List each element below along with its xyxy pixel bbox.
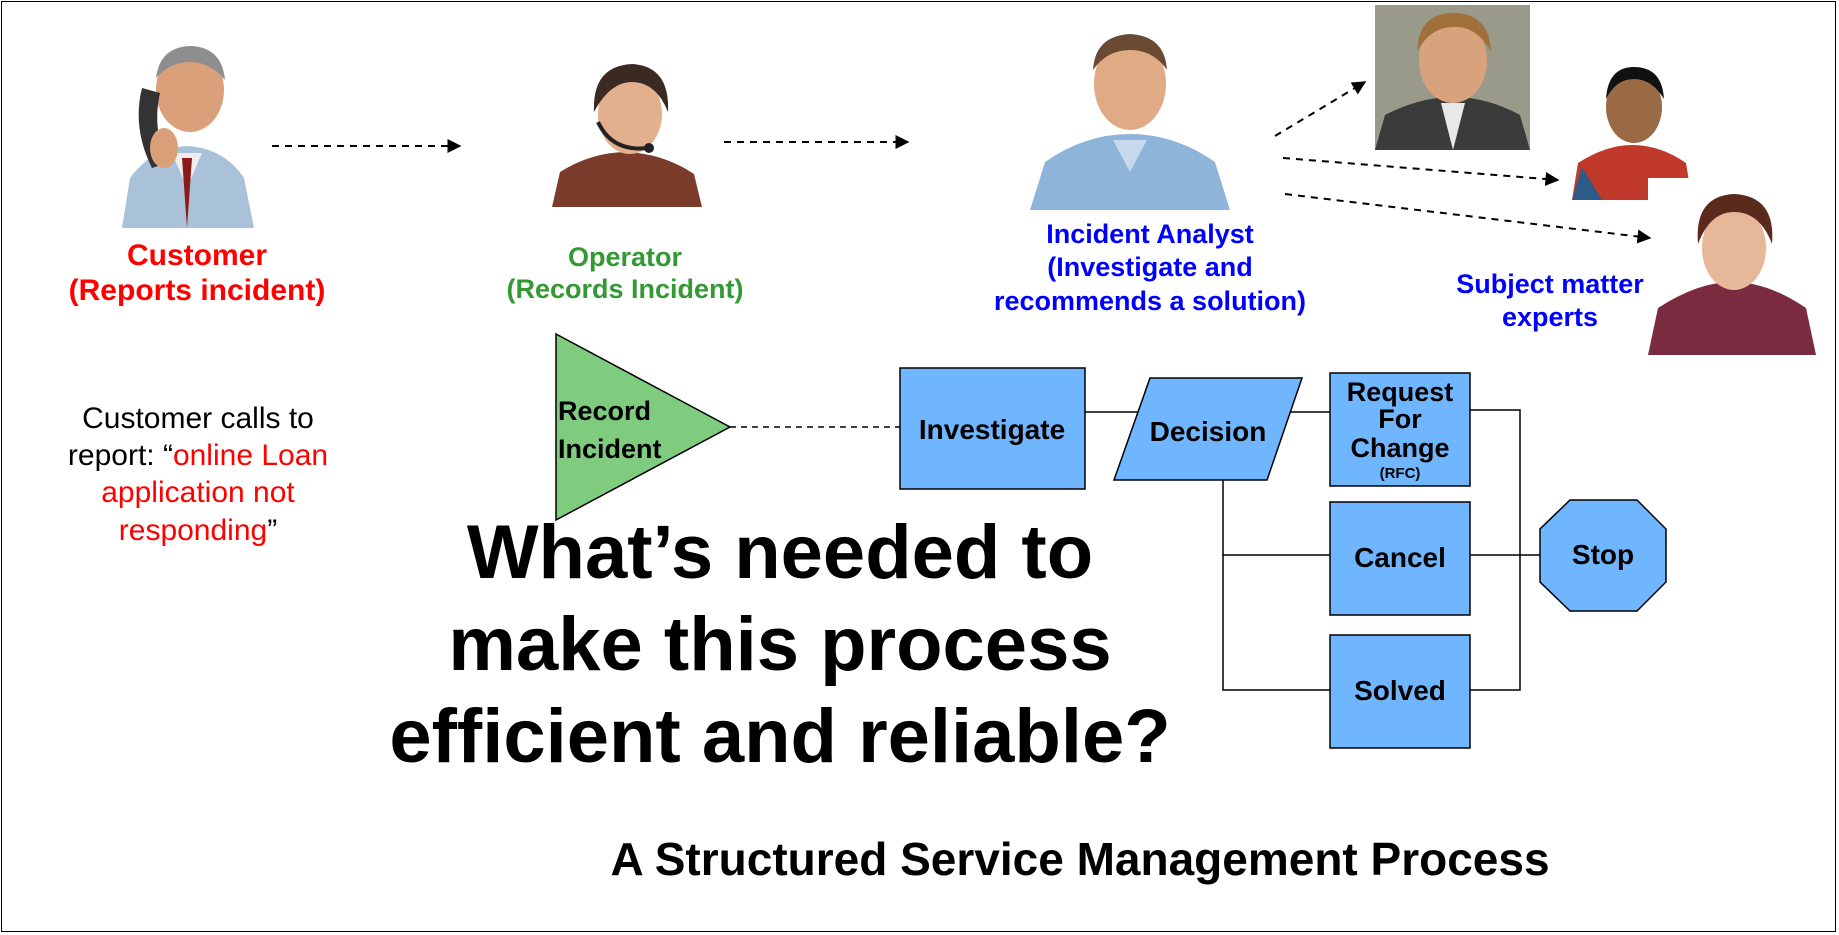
record-incident-shape bbox=[555, 332, 732, 522]
investigate-box bbox=[899, 367, 1086, 490]
rfc-line-1: Request bbox=[1347, 377, 1454, 407]
customer-title: Customer bbox=[126, 239, 268, 272]
decision-label: Decision bbox=[1150, 416, 1267, 447]
experts-line-2: experts bbox=[1501, 302, 1599, 333]
expert-2-photo bbox=[1572, 55, 1692, 200]
arrow-analyst-to-expert-2 bbox=[1282, 157, 1560, 186]
experts-line-1: Subject matter bbox=[1456, 269, 1644, 299]
rfc-line-4: (RFC) bbox=[1380, 465, 1421, 482]
solved-label: Solved bbox=[1354, 675, 1446, 706]
analyst-label: Incident Analyst (Investigate and recomm… bbox=[950, 218, 1350, 318]
headline-line-1: What’s needed to bbox=[466, 510, 1094, 595]
customer-call-note: Customer calls to report: “online Loan a… bbox=[38, 400, 358, 549]
headline-line-2: make this process bbox=[448, 601, 1112, 687]
subtitle: A Structured Service Management Process bbox=[610, 833, 1550, 885]
operator-label: Operator (Records Incident) bbox=[470, 242, 780, 306]
customer-label: Customer (Reports incident) bbox=[32, 238, 362, 309]
decision-shape bbox=[1112, 377, 1304, 481]
arrow-analyst-to-expert-1 bbox=[1274, 81, 1367, 137]
expert-1-photo bbox=[1375, 5, 1530, 150]
analyst-line-1: Incident Analyst bbox=[1046, 219, 1254, 249]
record-incident-line-2: Incident bbox=[558, 434, 662, 464]
record-incident-line-1: Record bbox=[558, 396, 651, 426]
expert-3-photo bbox=[1648, 178, 1816, 355]
rfc-line-2: For bbox=[1378, 404, 1422, 434]
stop-label: Stop bbox=[1572, 539, 1634, 570]
cancel-label: Cancel bbox=[1354, 542, 1446, 573]
customer-photo bbox=[112, 28, 262, 228]
operator-title: Operator bbox=[567, 242, 683, 272]
operator-photo bbox=[552, 52, 702, 207]
cancel-box bbox=[1329, 501, 1471, 616]
headline: What’s needed to make this process effic… bbox=[300, 507, 1260, 783]
headline-line-3: efficient and reliable? bbox=[389, 693, 1171, 779]
connector-outcomes-bus bbox=[1470, 409, 1521, 691]
rfc-box bbox=[1329, 372, 1471, 487]
investigate-label: Investigate bbox=[919, 414, 1065, 445]
rfc-line-3: Change bbox=[1350, 433, 1449, 463]
stop-shape bbox=[1539, 499, 1667, 612]
experts-label: Subject matter experts bbox=[1425, 268, 1675, 335]
analyst-line-2: (Investigate and bbox=[1047, 252, 1253, 283]
solved-box bbox=[1329, 634, 1471, 749]
analyst-photo bbox=[1025, 22, 1235, 210]
connector-decision-solved bbox=[1222, 555, 1330, 691]
note-quote: online Loan application not responding bbox=[101, 439, 329, 547]
note-suffix: ” bbox=[267, 513, 278, 547]
customer-role: (Reports incident) bbox=[68, 274, 326, 308]
arrow-analyst-to-expert-3 bbox=[1284, 193, 1652, 244]
note-prefix: Customer calls to report: “ bbox=[67, 402, 314, 473]
analyst-line-3: recommends a solution) bbox=[993, 285, 1307, 316]
operator-role: (Records Incident) bbox=[506, 273, 744, 304]
